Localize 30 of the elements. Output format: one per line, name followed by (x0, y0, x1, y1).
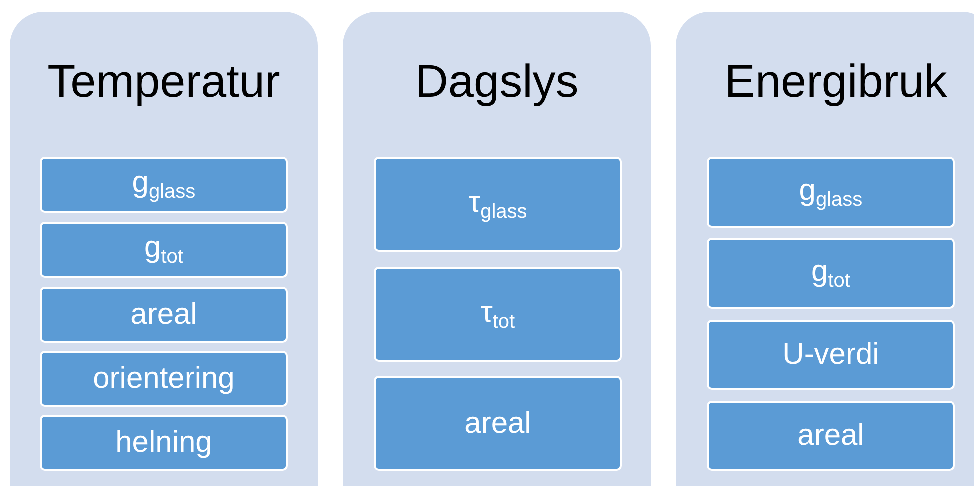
parameter-box (707, 320, 955, 390)
parameter-label: τ$_{glass}$ (468, 186, 528, 224)
parameter-box (374, 157, 622, 252)
category-panel (10, 12, 318, 486)
category-panel (343, 12, 651, 486)
parameter-box (40, 222, 288, 278)
panel-heading: Dagslys (414, 54, 580, 108)
parameter-label: areal (464, 406, 532, 440)
parameter-box (40, 287, 288, 343)
parameter-label: orientering (93, 362, 235, 396)
panel-heading: Energibruk (724, 54, 948, 108)
parameter-label: g$_{glass}$ (132, 166, 196, 204)
parameter-label: g$_{tot}$ (812, 254, 850, 292)
parameter-label: areal (798, 419, 864, 453)
parameter-box (707, 401, 955, 471)
parameter-label: τ$_{tot}$ (480, 296, 516, 334)
parameter-box (40, 157, 288, 213)
parameter-box (40, 415, 288, 471)
parameter-label: areal (130, 298, 198, 332)
parameter-label: U-verdi (782, 338, 880, 372)
parameter-label: g$_{glass}$ (799, 174, 863, 212)
parameter-label: g$_{tot}$ (144, 231, 184, 269)
parameter-box (707, 157, 955, 228)
parameter-box (374, 267, 622, 362)
category-panel (676, 12, 974, 486)
panel-heading: Temperatur (46, 54, 282, 108)
parameter-box (374, 376, 622, 471)
parameter-box (707, 238, 955, 309)
parameter-box (40, 351, 288, 407)
parameter-label: helning (116, 426, 212, 460)
